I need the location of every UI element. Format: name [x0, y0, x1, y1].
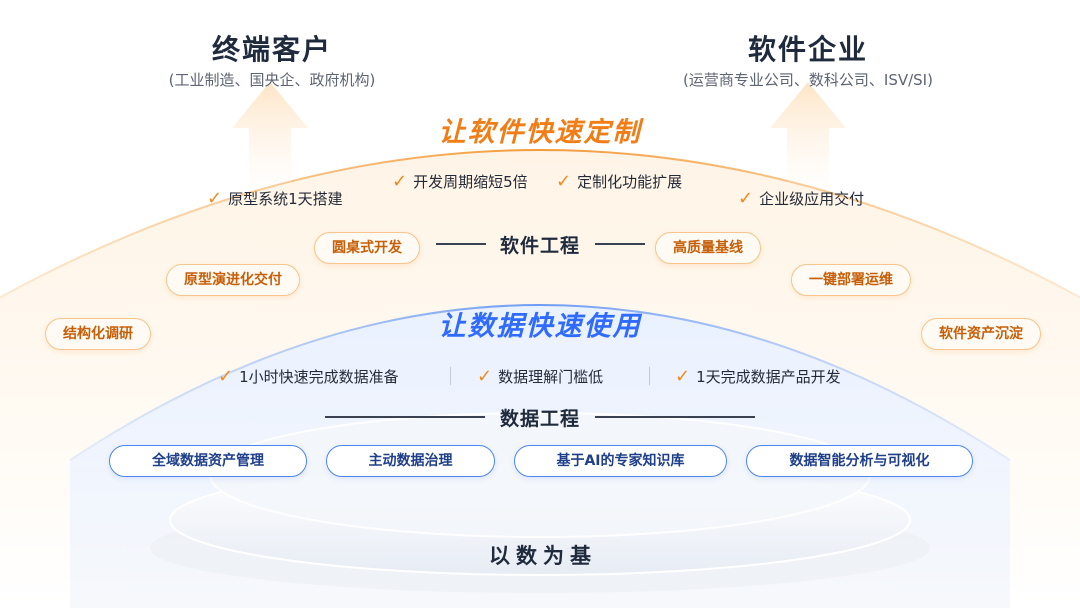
- check-icon: ✓: [477, 366, 493, 387]
- software-pill: 结构化调研: [45, 318, 151, 350]
- divider-line: [325, 416, 485, 418]
- software-company-subtitle: (运营商专业公司、数科公司、ISV/SI): [683, 71, 933, 89]
- divider-line: [595, 416, 755, 418]
- divider-line: [436, 243, 486, 245]
- data-pill: 主动数据治理: [326, 445, 495, 477]
- check-icon: ✓: [556, 171, 572, 192]
- software-feature-item: ✓ 开发周期缩短5倍: [392, 171, 528, 192]
- software-feature-item: ✓ 定制化功能扩展: [556, 171, 682, 192]
- software-company-title: 软件企业: [747, 33, 869, 66]
- software-pill: 高质量基线: [655, 232, 761, 264]
- separator: [649, 367, 650, 385]
- divider-line: [595, 243, 645, 245]
- data-pill: 全域数据资产管理: [109, 445, 307, 477]
- feature-label: 原型系统1天搭建: [228, 190, 343, 208]
- base-title: 以数为基: [489, 544, 597, 568]
- data-pill: 基于AI的专家知识库: [514, 445, 727, 477]
- data-section-title: 让数据快速使用: [438, 311, 642, 342]
- feature-label: 1天完成数据产品开发: [696, 368, 841, 386]
- up-arrow-right-icon: [770, 82, 846, 190]
- end-customer-title: 终端客户: [211, 33, 333, 66]
- data-feature-item: ✓ 1天完成数据产品开发: [675, 366, 841, 387]
- data-feature-item: ✓ 1小时快速完成数据准备: [218, 366, 399, 387]
- up-arrow-left-icon: [232, 82, 308, 190]
- feature-label: 1小时快速完成数据准备: [239, 368, 399, 386]
- end-customer-subtitle: (工业制造、国央企、政府机构): [168, 71, 376, 89]
- software-pill: 软件资产沉淀: [921, 318, 1041, 350]
- check-icon: ✓: [675, 366, 691, 387]
- feature-label: 定制化功能扩展: [577, 173, 683, 191]
- feature-label: 开发周期缩短5倍: [413, 173, 528, 191]
- software-engineering-title: 软件工程: [499, 235, 581, 257]
- data-pill: 数据智能分析与可视化: [746, 445, 973, 477]
- check-icon: ✓: [738, 188, 754, 209]
- separator: [450, 367, 451, 385]
- software-pill: 一键部署运维: [791, 264, 911, 296]
- software-pill: 原型演进化交付: [166, 264, 300, 296]
- software-pill: 圆桌式开发: [314, 232, 420, 264]
- software-feature-item: ✓ 原型系统1天搭建: [207, 188, 343, 209]
- check-icon: ✓: [392, 171, 408, 192]
- feature-label: 数据理解门槛低: [498, 368, 604, 386]
- check-icon: ✓: [207, 188, 223, 209]
- data-feature-item: ✓ 数据理解门槛低: [477, 366, 603, 387]
- feature-label: 企业级应用交付: [759, 190, 865, 208]
- software-feature-item: ✓ 企业级应用交付: [738, 188, 864, 209]
- check-icon: ✓: [218, 366, 234, 387]
- data-engineering-title: 数据工程: [499, 408, 581, 430]
- software-section-title: 让软件快速定制: [438, 117, 642, 148]
